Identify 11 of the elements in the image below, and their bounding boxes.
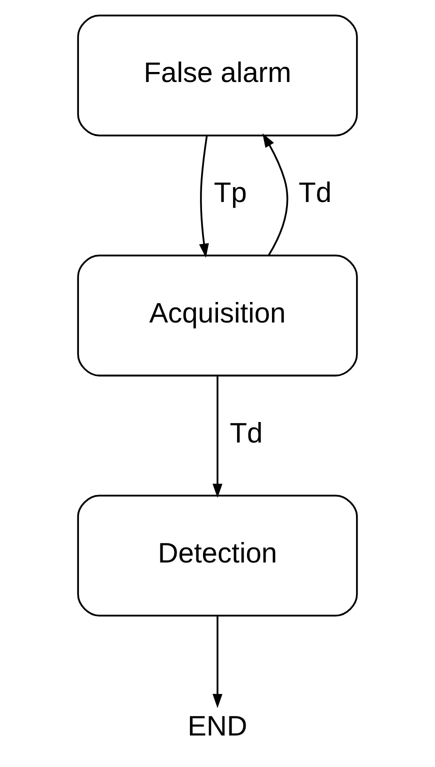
arrow: [212, 376, 222, 498]
edge-label: Tp: [214, 176, 247, 208]
edge-label: Td: [230, 416, 263, 448]
node-text: END: [188, 709, 248, 742]
edge-label: Td: [298, 176, 332, 208]
node-box: Acquisition: [77, 254, 358, 376]
arrow: [212, 616, 222, 708]
node-box: Detection: [77, 494, 358, 616]
node-box: False alarm: [77, 14, 358, 136]
arrow: [262, 133, 288, 256]
arrow: [199, 135, 209, 258]
